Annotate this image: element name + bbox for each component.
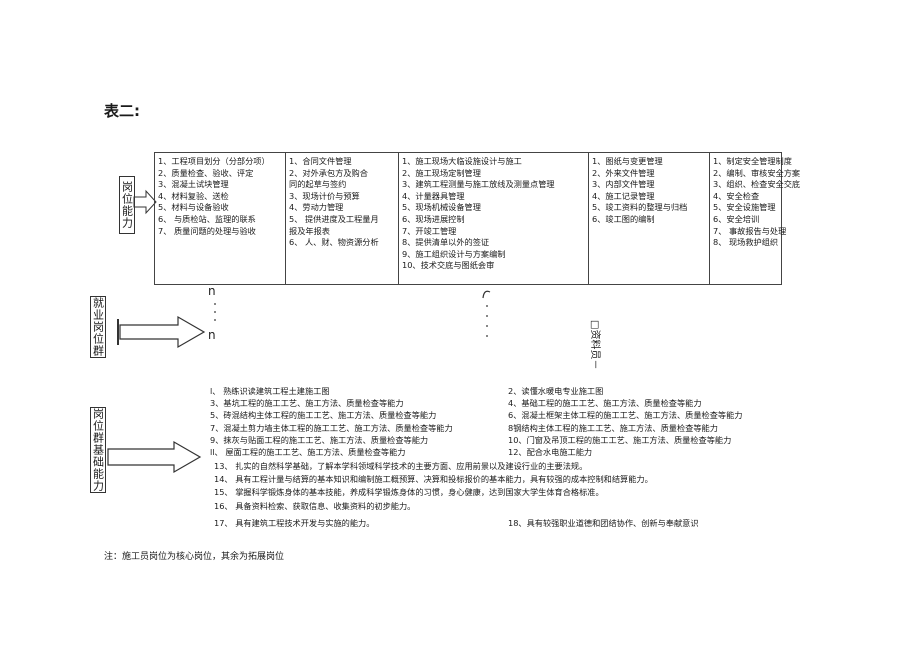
basic-ability-left-list: l、 熟练识读建筑工程土建施工图 3、基坑工程的施工工艺、施工方法、质量检查等能… [210,385,453,458]
arrow-right-icon [117,315,206,349]
list-item: 5、材料与设备验收 [158,202,229,213]
list-item: 5、 提供进度及工程量月 [289,213,379,224]
label-group-basic-ability: 岗位群基础能力 [90,407,106,493]
list-item: 1、施工现场大临设施设计与施工 [402,156,522,166]
list-item: 13、 扎实的自然科学基础，了解本学科领域科学技术的主要方面、应用前景以及建设行… [214,461,588,471]
list-item: 报及年报表 [289,225,330,236]
arrow-right-icon [133,189,157,215]
list-item: 3、基坑工程的施工工艺、施工方法、质量检查等能力 [210,398,404,409]
list-item: 15、 掌握科学锻炼身体的基本技能，养成科学锻炼身体的习惯，身心健康，达到国家大… [214,487,604,498]
list-item: 同的起草与签约 [289,179,347,190]
list-item: ll、 屋面工程的施工工艺、施工方法、质量检查等能力 [210,447,406,458]
list-item: 17、 具有建筑工程技术开发与实施的能力。 [214,518,375,528]
list-item: 8、提供清单以外的签证 [402,237,490,248]
list-item: 12、配合水电施工能力 [508,447,593,458]
list-item: 18、具有较强职业道德和团结协作、创新与奉献意识 [508,518,699,528]
list-item: 4、计量器具管理 [402,190,465,201]
list-item: 6、竣工图的编制 [592,213,655,224]
list-item: 2、施工现场定制管理 [402,167,481,178]
list-item: 5、现场机械设备管理 [402,202,481,213]
list-item: 7、 质量问题的处理与验收 [158,225,256,236]
list-item: 9、抹灰与贴面工程的施工工艺、施工方法、质量检查等能力 [210,434,429,445]
label-employment-group: 就业岗位群 [90,296,106,358]
list-item: 5、竣工资料的整理与归档 [592,202,688,213]
list-item: 5、安全设施管理 [713,202,776,213]
list-item: 7、 事故报告与处理 [713,225,787,236]
dotted-mark-icon [482,290,491,337]
list-item: 2、读懂水暖电专业施工图 [508,386,604,396]
list-item: 1、工程项目划分（分部分项） [158,156,270,166]
list-item: 14、 具有工程计量与结算的基本知识和编制施工概预算、决算和投标报价的基本能力，… [214,474,653,485]
list-item: 5、砖混结构主体工程的施工工艺、施工方法、质量检查等能力 [210,410,437,421]
arrow-right-icon [107,440,202,474]
column-contract: 1、合同文件管理 2、对外承包方及购合 同的起草与签约 3、现场计价与预算 4、… [286,153,399,284]
list-item: 4、劳动力管理 [289,202,344,213]
list-item: 3、现场计价与预算 [289,190,360,201]
list-item: 2、外来文件管理 [592,167,655,178]
list-item: 2、对外承包方及购合 [289,167,368,178]
list-item: l、 熟练识读建筑工程土建施工图 [210,386,330,396]
list-item: 3、组织、检查安全交底 [713,179,801,190]
list-item: 6、 人、财、物资源分析 [289,237,379,248]
list-item: 16、 具备资料检索、获取信息、收集资料的初步能力。 [214,500,416,511]
basic-ability-right-list: 2、读懂水暖电专业施工图 4、基础工程的施工工艺、施工方法、质量检查等能力 6、… [508,385,742,458]
column-construction: 1、施工现场大临设施设计与施工 2、施工现场定制管理 3、建筑工程测量与施工放线… [399,153,589,284]
list-item: 1、图纸与变更管理 [592,156,663,166]
list-item: 8钢结构主体工程的施工工艺、施工方法、质量检查等能力 [508,422,718,433]
footnote: 注：施工员岗位为核心岗位，其余为拓展岗位 [104,552,285,562]
column-safety: 1、制定安全管理制度 2、编制、审核安全方案 3、组织、检查安全交底 4、安全检… [710,153,801,284]
list-item: 6、安全培训 [713,213,760,224]
list-item: 6、现场进展控制 [402,213,465,224]
list-item: 4、安全检查 [713,190,760,201]
post-ability-table: 1、工程项目划分（分部分项） 2、质量检查、验收、评定 3、混凝土试块管理 4、… [154,152,801,285]
list-item: 10、门窗及吊顶工程的施工工艺、施工方法、质量检查等能力 [508,434,732,445]
table-title: 表二: [104,102,140,120]
mark-text: n [208,284,216,298]
list-item: 2、编制、审核安全方案 [713,167,801,178]
list-item: 8、 现场救护组织 [713,237,779,248]
list-item: 7、开竣工管理 [402,225,457,236]
list-item: 1、制定安全管理制度 [713,156,792,166]
list-item: 9、施工组织设计与方案编制 [402,248,506,259]
column-documents: 1、图纸与变更管理 2、外来文件管理 3、内部文件管理 4、施工记录管理 5、竣… [589,153,710,284]
dotted-mark-icon [214,303,216,321]
list-item: 3、混凝土试块管理 [158,179,229,190]
list-item: 7、混凝土剪力墙主体工程的施工工艺、施工方法、质量检查等能力 [210,422,453,433]
list-item: 3、建筑工程测量与施工放线及测量点管理 [402,179,555,190]
list-item: 4、基础工程的施工工艺、施工方法、质量检查等能力 [508,398,702,409]
mark-text: n [208,328,216,342]
basic-ability-full-list: 13、 扎实的自然科学基础，了解本学科领域科学技术的主要方面、应用前景以及建设行… [214,460,653,512]
list-item: 1、合同文件管理 [289,156,352,166]
list-item: 6、混凝土框架主体工程的施工工艺、施工方法、质量检查等能力 [508,410,743,421]
mark-text-vertical: □资料员－ [589,320,600,370]
list-item: 4、材料复验、送检 [158,190,229,201]
list-item: 10、技术交底与图纸会审 [402,260,495,271]
column-quality: 1、工程项目划分（分部分项） 2、质量检查、验收、评定 3、混凝土试块管理 4、… [155,153,286,284]
list-item: 6、 与质检站、监理的联系 [158,213,256,224]
list-item: 3、内部文件管理 [592,179,655,190]
list-item: 4、施工记录管理 [592,190,655,201]
list-item: 2、质量检查、验收、评定 [158,167,254,178]
